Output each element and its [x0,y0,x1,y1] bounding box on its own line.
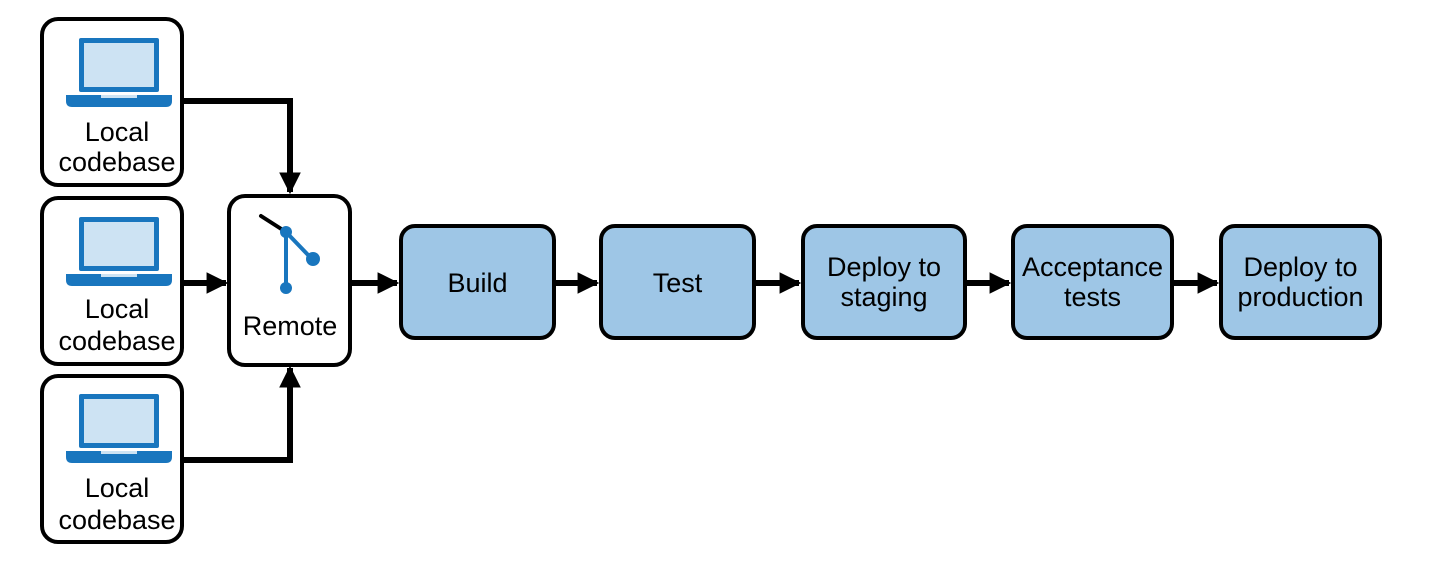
stage-box [599,224,756,340]
remote-box [227,194,352,367]
source-label-line1: Local [85,473,150,503]
stage-label-line2: production [1237,282,1363,312]
stage-label-line2: staging [840,282,927,312]
remote-label: Remote [243,311,338,341]
source-label-line1: Local [85,294,150,324]
laptop-icon [66,394,172,463]
source-local-codebase-1: Local codebase [40,17,184,187]
remote-node: Remote [227,194,352,367]
connector-source-1-to-remote [182,98,301,195]
source-label-line2: codebase [58,147,175,177]
stage-label-line2: tests [1064,282,1121,312]
stage-build: Build [399,224,556,340]
connectors [182,98,1220,463]
stage-deploy-production: Deploy to production [1219,224,1382,340]
stage-label-line1: Deploy to [827,252,941,282]
stage-label-line1: Build [447,268,507,298]
source-label-line2: codebase [58,505,175,535]
source-label-line2: codebase [58,326,175,356]
stage-deploy-staging: Deploy to staging [801,224,967,340]
git-branch-icon [259,214,320,294]
stage-acceptance-tests: Acceptance tests [1011,224,1174,340]
laptop-icon [66,38,172,107]
stage-test: Test [599,224,756,340]
stage-label-line1: Deploy to [1243,252,1357,282]
connector-source-3-to-remote [182,365,301,463]
stage-label-line1: Acceptance [1022,252,1163,282]
source-label-line1: Local [85,117,150,147]
stage-box [801,224,967,340]
source-local-codebase-2: Local codebase [40,196,184,366]
laptop-icon [66,217,172,286]
stage-box [399,224,556,340]
stage-box [1219,224,1382,340]
source-local-codebase-3: Local codebase [40,374,184,544]
stage-box [1011,224,1174,340]
stage-label-line1: Test [653,268,703,298]
